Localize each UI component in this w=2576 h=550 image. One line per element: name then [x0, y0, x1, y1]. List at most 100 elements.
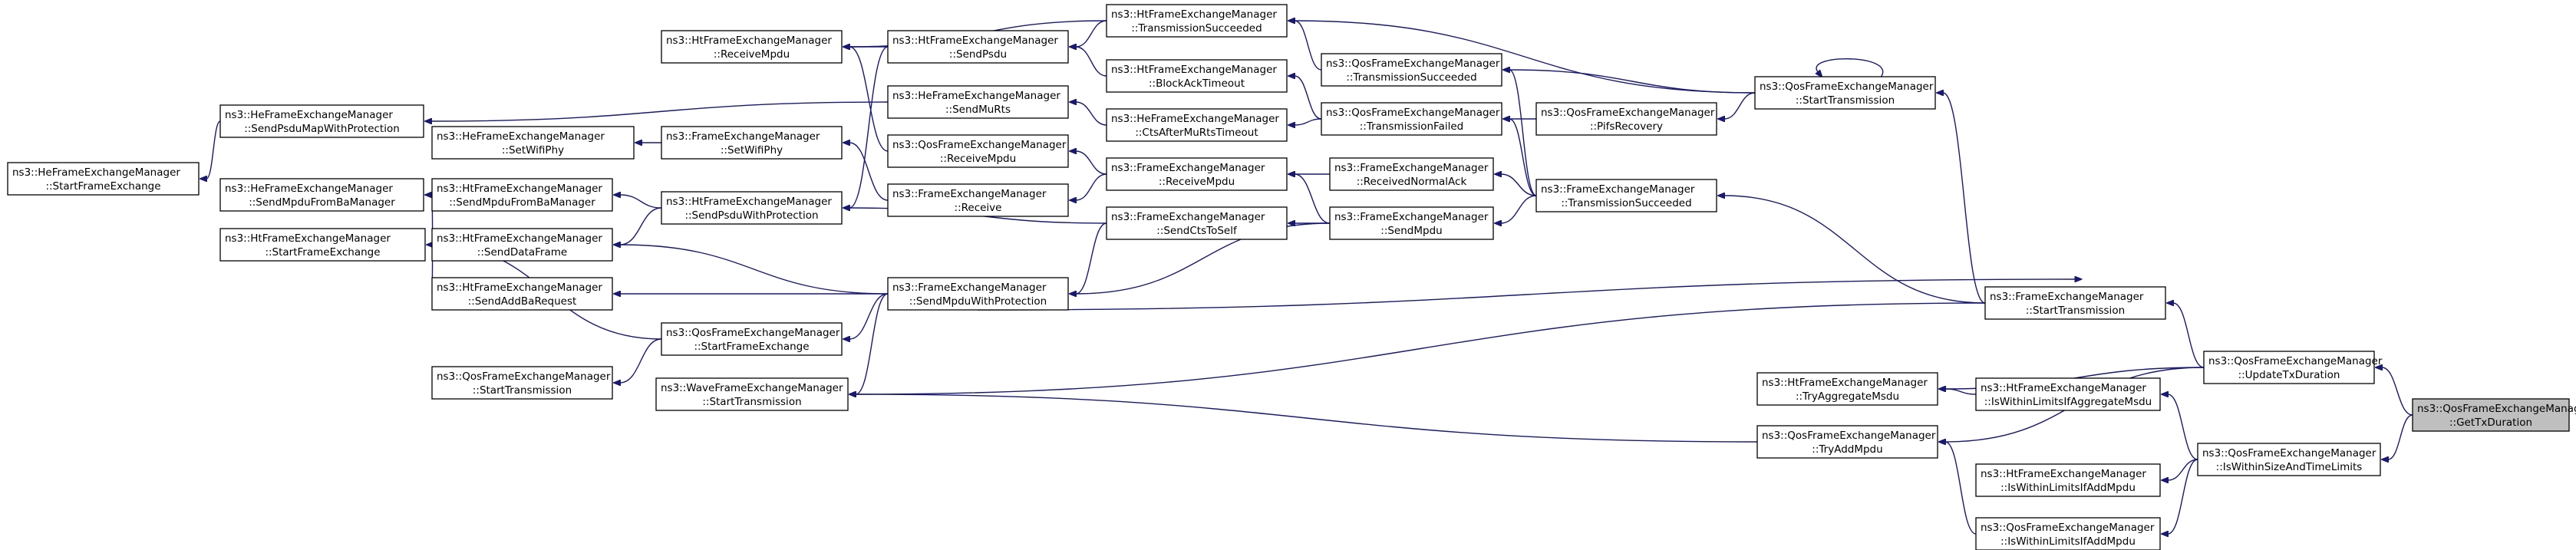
node-htfem_txsucceeded[interactable]: ns3::HtFrameExchangeManager::Transmissio… — [1106, 4, 1288, 38]
node-qosfem_iswithinsize[interactable]: ns3::QosFrameExchangeManager::IsWithinSi… — [2197, 443, 2381, 476]
node-hefem_ctsaftermurts[interactable]: ns3::HeFrameExchangeManager::CtsAfterMuR… — [1106, 108, 1288, 142]
node-method-label: ::SendCtsToSelf — [1156, 225, 1238, 237]
node-htfem_tryaggregate[interactable]: ns3::HtFrameExchangeManager::TryAggregat… — [1756, 372, 1938, 406]
node-method-label: ::SendPsduMapWithProtection — [244, 123, 400, 135]
node-class-label: ns3::QosFrameExchangeManager — [1326, 107, 1500, 119]
node-hefem_sendpsdumap[interactable]: ns3::HeFrameExchangeManager::SendPsduMap… — [219, 104, 424, 138]
node-box — [219, 104, 424, 138]
node-qosfem_receivempdu[interactable]: ns3::QosFrameExchangeManager::ReceiveMpd… — [887, 134, 1069, 168]
node-box — [431, 126, 635, 160]
call-edge-htfem_senddataframe-fem_sendmpduprot — [620, 245, 889, 295]
node-method-label: ::StartFrameExchange — [45, 180, 160, 193]
node-qosfem_starttx_left[interactable]: ns3::QosFrameExchangeManager::StartTrans… — [431, 366, 613, 400]
node-box — [1106, 108, 1288, 142]
node-qosfem_txsucceeded[interactable]: ns3::QosFrameExchangeManager::Transmissi… — [1321, 53, 1502, 87]
node-qosfem_pifsrecovery[interactable]: ns3::QosFrameExchangeManager::PifsRecove… — [1535, 102, 1717, 136]
call-edge-qosfem_receivempdu-fem_receivempdu — [1076, 151, 1107, 175]
node-class-label: ns3::FrameExchangeManager — [892, 188, 1047, 200]
node-class-label: ns3::HtFrameExchangeManager — [1111, 64, 1277, 76]
node-class-label: ns3::FrameExchangeManager — [1111, 162, 1265, 174]
call-edge-qosfem_starttx-fem_starttx — [1943, 93, 1986, 304]
node-method-label: ::TransmissionSucceeded — [1561, 197, 1691, 209]
node-qosfem_starttx[interactable]: ns3::QosFrameExchangeManager::StartTrans… — [1754, 76, 1936, 110]
node-hefem_sendmpdu_ba[interactable]: ns3::HeFrameExchangeManager::SendMpduFro… — [219, 178, 424, 212]
node-method-label: ::ReceiveMpdu — [1159, 176, 1235, 188]
node-fem_setwifiphy[interactable]: ns3::FrameExchangeManager::SetWifiPhy — [661, 126, 843, 160]
node-qosfem_iswithinaddmpdu[interactable]: ns3::QosFrameExchangeManager::IsWithinLi… — [1975, 517, 2161, 550]
node-htfem_sendmpdu_ba[interactable]: ns3::HtFrameExchangeManager::SendMpduFro… — [431, 178, 613, 212]
node-box — [661, 191, 843, 225]
node-class-label: ns3::QosFrameExchangeManager — [892, 139, 1067, 151]
call-edge-htfem_sendpsduprot-htfem_sendpsdu — [849, 46, 889, 208]
node-fem_receivednormalack[interactable]: ns3::FrameExchangeManager::ReceivedNorma… — [1329, 157, 1494, 191]
node-class-label: ns3::HtFrameExchangeManager — [1981, 468, 2146, 480]
node-class-label: ns3::FrameExchangeManager — [1541, 183, 1695, 196]
node-class-label: ns3::FrameExchangeManager — [1334, 162, 1489, 174]
node-qosfem_txfailed[interactable]: ns3::QosFrameExchangeManager::Transmissi… — [1321, 102, 1502, 136]
node-hefem_start[interactable]: ns3::HeFrameExchangeManager::StartFrameE… — [7, 162, 200, 196]
node-class-label: ns3::HtFrameExchangeManager — [1762, 377, 1928, 389]
node-htfem_iswithinaddmpdu[interactable]: ns3::HtFrameExchangeManager::IsWithinLim… — [1975, 463, 2161, 497]
node-htfem_sendpsdu[interactable]: ns3::HtFrameExchangeManager::SendPsdu — [887, 30, 1069, 64]
call-edge-hefem_sendpsdumap-hefem_sendmurts — [431, 101, 889, 121]
call-edge-htfem_iswithinaddmpdu-qosfem_iswithinsize — [2168, 459, 2198, 480]
node-qosfem_startfe[interactable]: ns3::QosFrameExchangeManager::StartFrame… — [661, 322, 843, 356]
node-class-label: ns3::HeFrameExchangeManager — [12, 166, 180, 179]
node-class-label: ns3::QosFrameExchangeManager — [1760, 81, 1934, 93]
node-class-label: ns3::QosFrameExchangeManager — [1762, 430, 1936, 442]
node-method-label: ::SendMpduWithProtection — [909, 295, 1047, 308]
node-class-label: ns3::HtFrameExchangeManager — [1981, 382, 2146, 394]
node-class-label: ns3::HtFrameExchangeManager — [437, 232, 602, 245]
node-wavefem_starttx[interactable]: ns3::WaveFrameExchangeManager::StartTran… — [655, 377, 849, 411]
node-class-label: ns3::QosFrameExchangeManager — [1541, 107, 1715, 119]
node-fem_starttx[interactable]: ns3::FrameExchangeManager::StartTransmis… — [1984, 286, 2166, 320]
node-fem_receivempdu[interactable]: ns3::FrameExchangeManager::ReceiveMpdu — [1106, 157, 1288, 191]
node-class-label: ns3::QosFrameExchangeManager — [666, 327, 840, 339]
call-edge-qosfem_updatetxdur-qosfem_gettxduration — [2382, 367, 2413, 416]
node-hefem_setwifiphy[interactable]: ns3::HeFrameExchangeManager::SetWifiPhy — [431, 126, 635, 160]
call-nodes: ns3::HeFrameExchangeManager::StartFrameE… — [7, 4, 2576, 550]
call-edge-qosfem_startfe-fem_sendmpduprot — [849, 293, 889, 339]
node-box — [887, 183, 1069, 217]
node-htfem_senddataframe[interactable]: ns3::HtFrameExchangeManager::SendDataFra… — [431, 228, 613, 262]
node-htfem_blockacktimeout[interactable]: ns3::HtFrameExchangeManager::BlockAckTim… — [1106, 59, 1288, 93]
node-htfem_startfe[interactable]: ns3::HtFrameExchangeManager::StartFrameE… — [219, 228, 426, 262]
node-box — [1535, 102, 1717, 136]
node-box — [1756, 425, 1938, 459]
node-qosfem_tryaddmpdu[interactable]: ns3::QosFrameExchangeManager::TryAddMpdu — [1756, 425, 1938, 459]
node-htfem_sendpsduprot[interactable]: ns3::HtFrameExchangeManager::SendPsduWit… — [661, 191, 843, 225]
node-htfem_receivempdu[interactable]: ns3::HtFrameExchangeManager::ReceiveMpdu — [661, 30, 843, 64]
node-fem_sendmpdu[interactable]: ns3::FrameExchangeManager::SendMpdu — [1329, 206, 1494, 240]
call-edge-htfem_txsucceeded-qosfem_starttx — [1295, 21, 1756, 94]
node-hefem_sendmurts[interactable]: ns3::HeFrameExchangeManager::SendMuRts — [887, 85, 1069, 119]
node-htfem_sendaddba[interactable]: ns3::HtFrameExchangeManager::SendAddBaRe… — [431, 277, 613, 311]
node-method-label: ::BlockAckTimeout — [1149, 77, 1245, 90]
call-edge-wavefem_starttx-qosfem_tryaddmpdu — [856, 394, 1758, 443]
node-htfem_iswithinaggr[interactable]: ns3::HtFrameExchangeManager::IsWithinLim… — [1975, 377, 2161, 411]
node-method-label: ::IsWithinLimitsIfAddMpdu — [2000, 535, 2136, 548]
node-method-label: ::StartTransmission — [2026, 305, 2125, 317]
node-fem_sendmpduprot[interactable]: ns3::FrameExchangeManager::SendMpduWithP… — [887, 277, 1069, 311]
call-edge-fem_sendmpdu-fem_txsucceeded — [1501, 195, 1537, 223]
node-box — [1984, 286, 2166, 320]
node-class-label: ns3::HeFrameExchangeManager — [1111, 113, 1279, 125]
node-qosfem_gettxduration[interactable]: ns3::QosFrameExchangeManager::GetTxDurat… — [2412, 398, 2576, 432]
call-edge-htfem_sendpsdu-htfem_txsucceeded — [1076, 20, 1107, 47]
node-class-label: ns3::WaveFrameExchangeManager — [661, 382, 843, 394]
node-fem_sendctstoself[interactable]: ns3::FrameExchangeManager::SendCtsToSelf — [1106, 206, 1288, 240]
node-class-label: ns3::QosFrameExchangeManager — [1981, 522, 2155, 534]
node-fem_txsucceeded[interactable]: ns3::FrameExchangeManager::TransmissionS… — [1535, 179, 1717, 212]
node-qosfem_updatetxdur[interactable]: ns3::QosFrameExchangeManager::UpdateTxDu… — [2203, 351, 2383, 384]
node-method-label: ::StartFrameExchange — [694, 341, 809, 353]
node-method-label: ::Receive — [955, 202, 1002, 214]
node-method-label: ::SendPsdu — [949, 48, 1007, 61]
node-box — [887, 277, 1069, 311]
node-fem_receive[interactable]: ns3::FrameExchangeManager::Receive — [887, 183, 1069, 217]
call-edge-fem_starttx-qosfem_updatetxdur — [2173, 303, 2205, 368]
call-edge-htfem_tryaggregate-htfem_iswithinaggr — [1945, 389, 1977, 395]
node-class-label: ns3::HtFrameExchangeManager — [666, 35, 832, 47]
call-edge-htfem_txsucceeded-qosfem_txsucceeded — [1295, 21, 1322, 71]
call-edge-qosfem_pifsrecovery-qosfem_starttx — [1724, 92, 1756, 119]
call-edge-htfem_sendpsdu-htfem_blockacktimeout — [1076, 47, 1107, 77]
node-method-label: ::UpdateTxDuration — [2238, 369, 2340, 381]
